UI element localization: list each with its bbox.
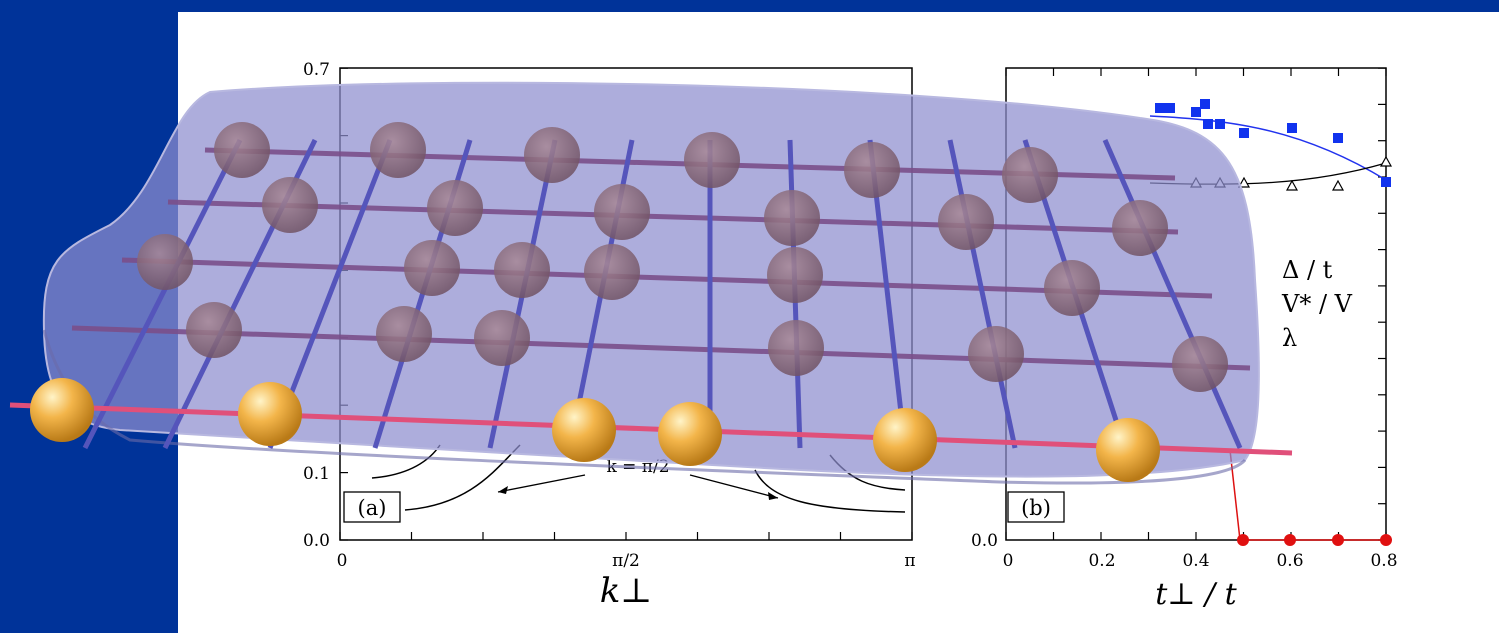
panel-b-circle-marker: [1237, 534, 1249, 546]
lattice-ion: [494, 242, 550, 298]
lattice-ion: [1002, 147, 1058, 203]
lattice-rung: [1102, 138, 1243, 450]
lattice-ion: [767, 247, 823, 303]
panel-b-circle-marker: [1332, 534, 1344, 546]
panel-b-square-marker: [1287, 123, 1297, 133]
lattice-ion: [684, 132, 740, 188]
panel-a-curve-right: [754, 469, 906, 513]
chain-atom: [30, 378, 94, 442]
lattice-ion: [1172, 336, 1228, 392]
panel-a-ytick-top: 0.7: [303, 60, 330, 80]
panel-b-square-marker: [1165, 103, 1175, 113]
panel-b-square-marker: [1191, 107, 1201, 117]
chain-line: [9, 402, 1293, 456]
panel-b-square-marker: [1203, 119, 1213, 129]
panel-a-tag-box: [343, 491, 401, 523]
chain-atom: [873, 408, 937, 472]
panel-a-arrowhead-left: [498, 486, 508, 494]
lattice-ion: [1112, 200, 1168, 256]
panel-a-ytick-01: 0.1: [303, 464, 330, 484]
panel-a-arrow-right: [689, 474, 779, 499]
chain-atom: [658, 402, 722, 466]
lattice-ion: [370, 122, 426, 178]
panel-b-xtick-06: 0.6: [1276, 551, 1303, 571]
lattice-ion: [968, 326, 1024, 382]
lattice-ion: [137, 234, 193, 290]
panel-a-arrow-left: [497, 474, 586, 493]
panel-a-xlabel: k⊥: [600, 571, 653, 611]
panel-b-legend-delta: Δ / t: [1282, 256, 1333, 284]
panel-b-fit-blue: [1149, 115, 1387, 181]
lattice-ion: [427, 180, 483, 236]
panel-b-legend-lambda: λ: [1282, 324, 1297, 352]
panel-b-square-marker: [1333, 133, 1343, 143]
lattice-ion: [474, 310, 530, 366]
panel-b-triangle-marker: [1285, 179, 1299, 191]
lattice-ions: [137, 122, 1228, 392]
lattice-ion: [524, 127, 580, 183]
slab-bottom-edge: [42, 329, 1247, 485]
lattice-ion: [938, 194, 994, 250]
panel-b-circle-marker: [1284, 534, 1296, 546]
panel-b-xtick-0: 0: [1003, 551, 1014, 571]
lattice-ion: [186, 302, 242, 358]
panel-b-tag: (b): [1021, 496, 1051, 520]
panel-a-xtick-pi: π: [904, 551, 915, 571]
lattice-ion: [844, 142, 900, 198]
panel-b-xtick-02: 0.2: [1088, 551, 1115, 571]
panel-b-xtick-08: 0.8: [1370, 551, 1397, 571]
panel-b-triangle-marker: [1331, 179, 1345, 191]
panel-b-legend-vstar: V* / V: [1281, 290, 1353, 318]
chain-atom: [238, 382, 302, 446]
panel-b-square-marker: [1381, 177, 1391, 187]
panel-b-series-vstar: [1155, 99, 1391, 187]
panel-a-ytick-00: 0.0: [303, 531, 330, 551]
lattice-ion: [376, 306, 432, 362]
panel-b-square-marker: [1155, 103, 1165, 113]
panel-b-circle-marker: [1380, 534, 1392, 546]
lattice-ion: [214, 122, 270, 178]
lattice-ion: [594, 184, 650, 240]
panel-a-tag: (a): [358, 496, 387, 520]
panel-b-tag-box: [1007, 491, 1065, 523]
panel-b-triangle-marker: [1379, 155, 1393, 167]
lattice-ion: [764, 190, 820, 246]
chain-atoms: [30, 378, 1160, 482]
panel-b-ytick-00: 0.0: [971, 531, 998, 551]
slide-top-band: [0, 0, 1499, 12]
panel-b-xtick-04: 0.4: [1182, 551, 1209, 571]
panel-b-square-marker: [1239, 128, 1249, 138]
lattice-ion: [404, 240, 460, 296]
chain-atom: [552, 398, 616, 462]
lattice-rung: [82, 138, 243, 450]
lattice-leg: [121, 257, 1213, 299]
panel-a-xtick-pi2: π/2: [612, 551, 640, 571]
lattice-ion: [768, 320, 824, 376]
panel-b-xlabel: t⊥ / t: [1155, 577, 1237, 612]
panel-a-xtick-0: 0: [337, 551, 348, 571]
lattice-ion: [262, 177, 318, 233]
lattice-ion: [1044, 260, 1100, 316]
panel-b-triangle-marker: [1237, 176, 1251, 188]
panel-b-series-delta: [1237, 534, 1392, 546]
lattice-ion: [584, 244, 640, 300]
panel-b-fit-red: [1229, 449, 1241, 541]
panel-a-arrowhead-right: [768, 492, 778, 500]
lattice-leg: [71, 325, 1251, 371]
panel-b-square-marker: [1215, 119, 1225, 129]
lattice-leg: [167, 199, 1179, 235]
chain-atom: [1096, 418, 1160, 482]
panel-b-square-marker: [1200, 99, 1210, 109]
lattice-rung: [947, 139, 1018, 449]
